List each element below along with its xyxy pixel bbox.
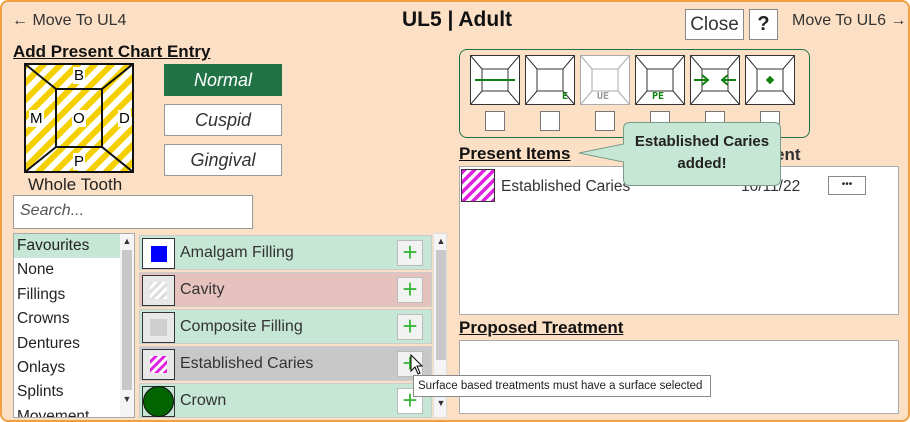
caries-swatch-icon [142, 349, 175, 380]
erupting-tooth-icon[interactable] [525, 55, 575, 105]
dialog-title: UL5 | Adult [401, 8, 513, 31]
treatment-row[interactable]: Established Caries + [139, 346, 432, 381]
surface-distal[interactable]: D [118, 110, 131, 127]
crown-swatch-icon [142, 386, 175, 417]
surface-occlusal[interactable]: O [72, 110, 86, 127]
treatment-label: Composite Filling [180, 318, 303, 335]
scroll-up-arrow-icon[interactable]: ▲ [436, 236, 446, 246]
whole-tooth-button[interactable]: Whole Tooth [28, 175, 123, 194]
category-item-fillings[interactable]: Fillings [17, 285, 66, 303]
scroll-thumb[interactable] [436, 250, 446, 360]
callout-line1: Established Caries [634, 133, 770, 150]
surface-mesial[interactable]: M [29, 110, 44, 127]
mouse-cursor-icon [410, 353, 424, 381]
treatment-row[interactable]: Cavity + [139, 272, 432, 307]
category-item-favourites[interactable]: Favourites [14, 234, 120, 259]
move-to-next-tooth-link[interactable]: Move To UL6 → [792, 12, 907, 29]
present-items-panel: Established Caries 10/11/22 ••• [459, 166, 899, 315]
drift-icon[interactable] [690, 55, 740, 105]
add-plus-icon[interactable]: + [397, 276, 423, 303]
surface-palatal[interactable]: P [73, 153, 86, 170]
treatment-list: Amalgam Filling + Cavity + Composite Fil… [139, 233, 435, 418]
help-button[interactable]: ? [749, 9, 778, 40]
treatment-row[interactable]: Amalgam Filling + [139, 235, 432, 270]
scroll-thumb[interactable] [122, 250, 132, 390]
close-button[interactable]: Close [685, 9, 744, 40]
treatment-row[interactable]: Crown + [139, 383, 432, 418]
scroll-down-arrow-icon[interactable]: ▼ [436, 398, 446, 408]
surface-required-tooltip: Surface based treatments must have a sur… [413, 375, 711, 397]
category-item-onlays[interactable]: Onlays [17, 358, 66, 376]
partially-erupted-icon[interactable] [635, 55, 685, 105]
proposed-treatment-heading: Proposed Treatment [459, 318, 624, 337]
erupting-label: E [562, 91, 569, 102]
cavity-swatch-icon [142, 275, 175, 306]
move-to-prev-tooth-link[interactable]: ← Move To UL4 [12, 12, 127, 29]
surface-buccal[interactable]: B [73, 67, 86, 84]
category-item-movement[interactable]: Movement [17, 407, 90, 418]
rotation-icon[interactable] [745, 55, 795, 105]
caries-swatch-icon [461, 169, 495, 202]
tooth-type-row: E UE PE [470, 55, 800, 112]
treatment-row[interactable]: Composite Filling + [139, 309, 432, 344]
category-list: Favourites None Fillings Crowns Dentures… [13, 233, 135, 418]
category-item-none[interactable]: None [17, 261, 55, 279]
scroll-down-arrow-icon[interactable]: ▼ [122, 394, 132, 404]
present-items-heading: Present Items [459, 144, 571, 163]
search-input[interactable]: Search... [13, 195, 253, 229]
present-item-label[interactable]: Established Caries [501, 178, 631, 195]
treatment-label: Established Caries [180, 355, 314, 372]
treatment-label: Amalgam Filling [180, 244, 294, 261]
treatment-label: Crown [180, 392, 227, 409]
callout-line2: added! [677, 155, 727, 172]
unerupted-label: UE [597, 91, 610, 102]
tooth-type-checkbox[interactable] [485, 111, 505, 131]
treatment-label: Cavity [180, 281, 225, 298]
amalgam-swatch-icon [142, 238, 175, 269]
scroll-up-arrow-icon[interactable]: ▲ [122, 236, 132, 246]
category-item-dentures[interactable]: Dentures [17, 334, 80, 352]
partial-heading: ent [775, 145, 801, 164]
tooth-type-checkbox[interactable] [595, 111, 615, 131]
category-item-splints[interactable]: Splints [17, 383, 64, 401]
category-scrollbar[interactable]: ▲ ▼ [120, 234, 134, 417]
partially-erupted-label: PE [652, 91, 665, 102]
add-plus-icon[interactable]: + [397, 313, 423, 340]
cuspid-button[interactable]: Cuspid [164, 104, 282, 136]
tooth-surface-diagram[interactable]: B P M D O [24, 63, 134, 173]
treatment-scrollbar[interactable]: ▲ ▼ [433, 233, 447, 418]
add-plus-icon[interactable]: + [397, 350, 423, 377]
category-item-crowns[interactable]: Crowns [17, 310, 70, 328]
unerupted-tooth-icon[interactable] [580, 55, 630, 105]
added-callout: Established Caries added! [578, 121, 782, 192]
add-plus-icon[interactable]: + [397, 239, 423, 266]
item-menu-button[interactable]: ••• [828, 176, 866, 195]
bridge-pontic-icon[interactable] [470, 55, 520, 105]
composite-swatch-icon [142, 312, 175, 343]
add-chart-entry-heading: Add Present Chart Entry [13, 42, 211, 61]
tooth-type-checkbox[interactable] [540, 111, 560, 131]
normal-button[interactable]: Normal [164, 64, 282, 96]
gingival-button[interactable]: Gingival [164, 144, 282, 176]
